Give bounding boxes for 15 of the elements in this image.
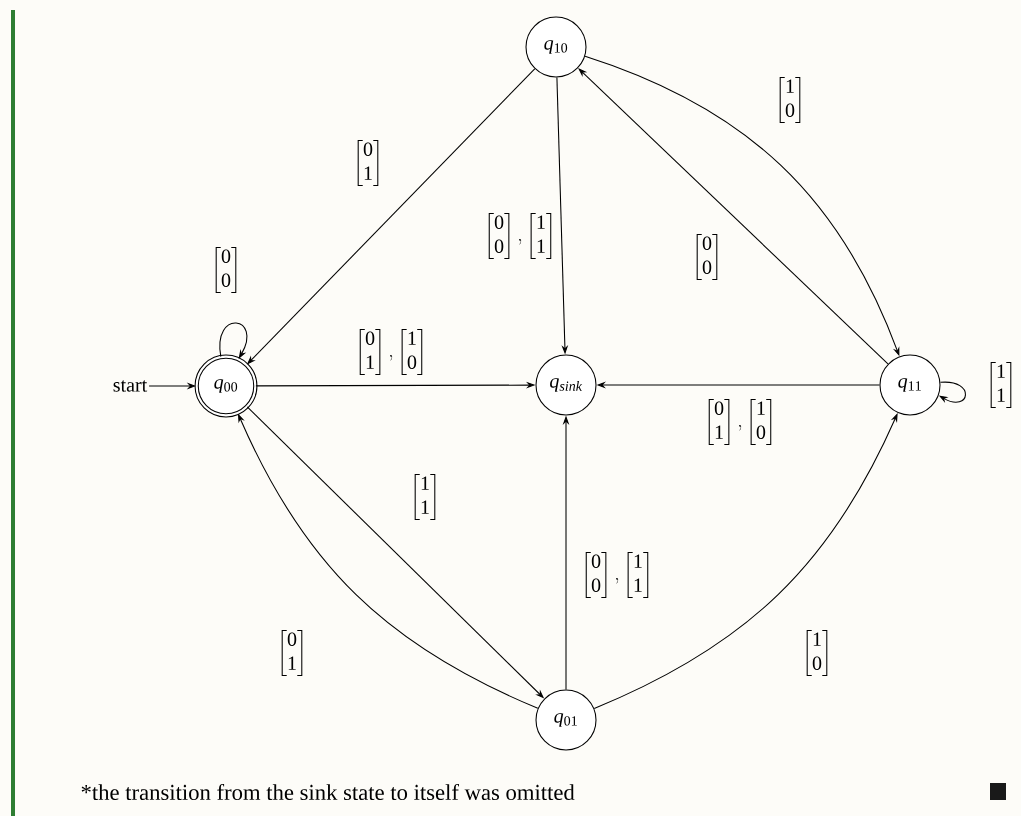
edge-label: $\begin{bmatrix}1\\0\end{bmatrix}$ xyxy=(800,627,834,679)
edge-label: $\begin{bmatrix}0\\1\end{bmatrix}$ xyxy=(275,627,309,679)
edge-label: $\begin{bmatrix}0\\0\end{bmatrix},\begin{bmatrix}1\\1\end{bmatrix}$ xyxy=(579,549,655,601)
caption: *the transition from the sink state to itself was omitted xyxy=(81,783,575,801)
edge-label: $\begin{bmatrix}1\\1\end{bmatrix}$ xyxy=(408,471,442,523)
edge-label: $\begin{bmatrix}0\\1\end{bmatrix}$ xyxy=(351,137,385,189)
edge-label: $\begin{bmatrix}1\\0\end{bmatrix}$ xyxy=(773,74,807,126)
edge-label: $\begin{bmatrix}0\\1\end{bmatrix},\begin{bmatrix}1\\0\end{bmatrix}$ xyxy=(702,396,778,448)
start-label: start xyxy=(113,380,148,392)
edge-label: $\begin{bmatrix}1\\1\end{bmatrix}$ xyxy=(984,359,1018,411)
edge-label: $\begin{bmatrix}0\\0\end{bmatrix}$ xyxy=(209,244,243,296)
edge-label: $\begin{bmatrix}0\\0\end{bmatrix},\begin{bmatrix}1\\1\end{bmatrix}$ xyxy=(482,210,558,262)
edge-label: $\begin{bmatrix}0\\1\end{bmatrix},\begin{bmatrix}1\\0\end{bmatrix}$ xyxy=(353,326,429,378)
arrow xyxy=(219,322,248,359)
edge-label: $\begin{bmatrix}0\\0\end{bmatrix}$ xyxy=(690,231,724,283)
